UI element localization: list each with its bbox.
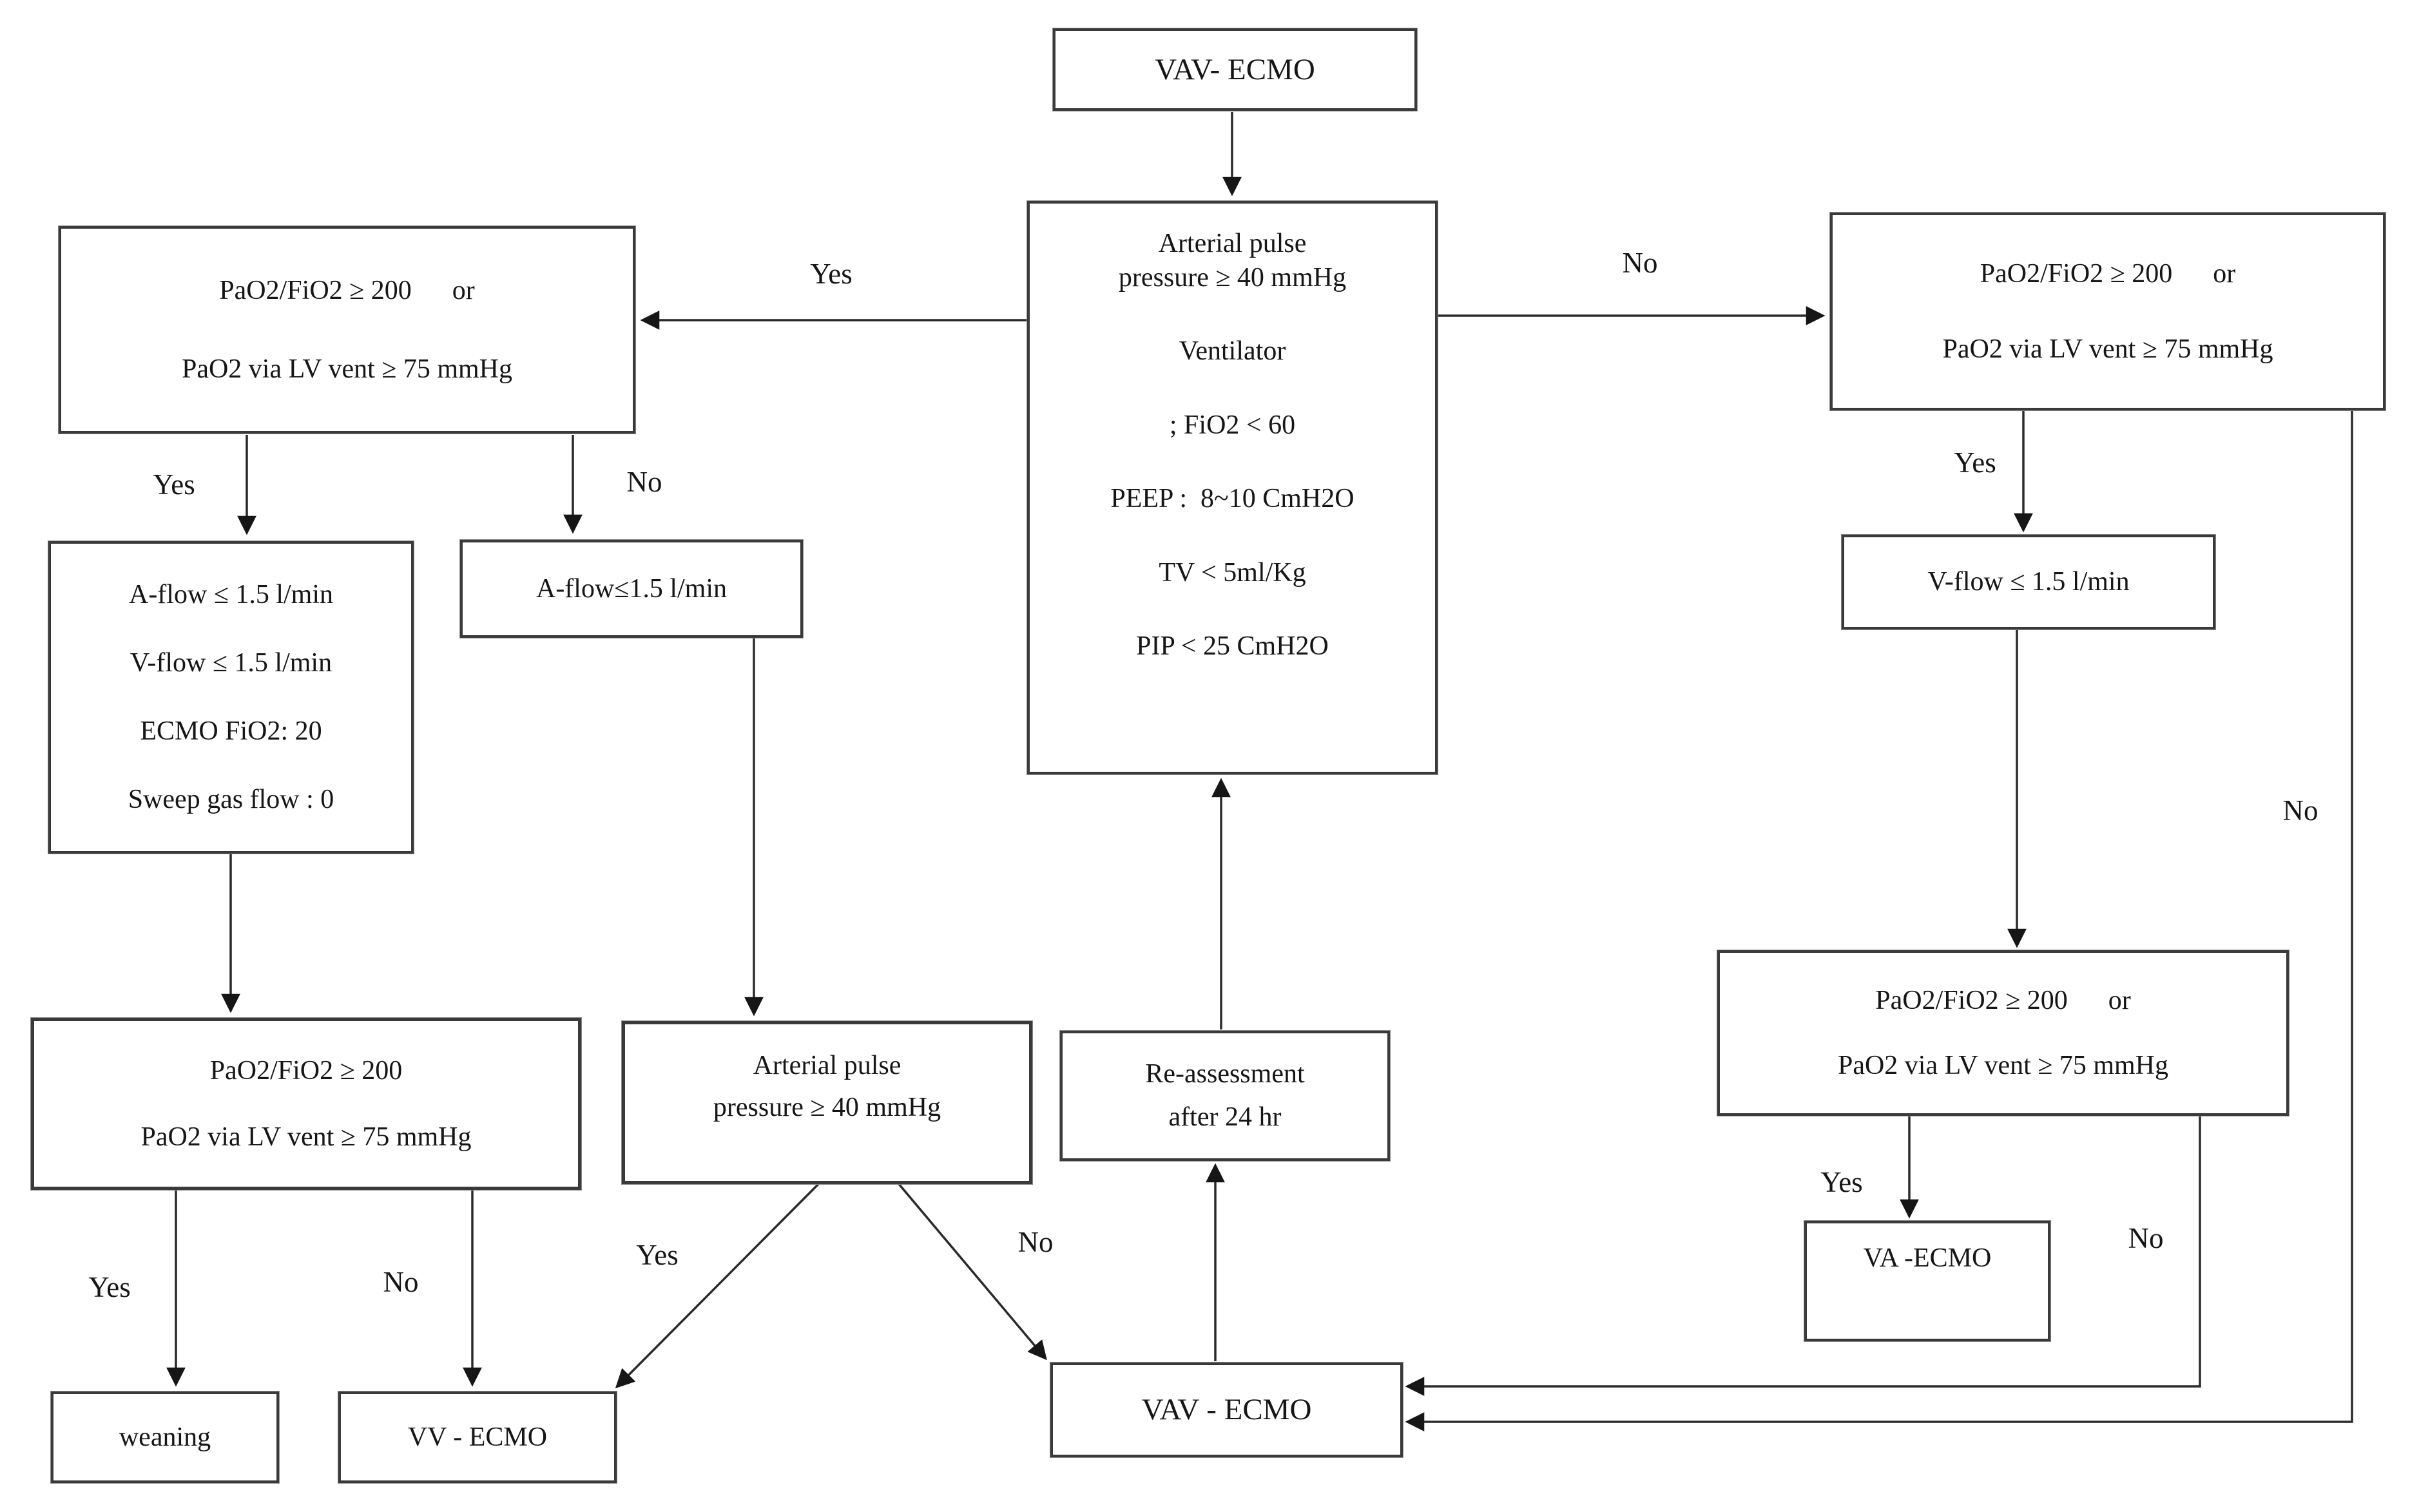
- va-ecmo-node: VA -ECMO: [1804, 1220, 2051, 1342]
- assessment-line: pressure ≥ 40 mmHg: [1118, 262, 1347, 292]
- assessment-line: TV < 5ml/Kg: [1159, 557, 1306, 588]
- recheck-right-line: PaO2/FiO2 ≥ 200 or: [1875, 986, 2131, 1015]
- assessment-line: Ventilator: [1179, 336, 1286, 366]
- wean-criteria-line: ECMO FiO2: 20: [140, 716, 322, 747]
- pulse-check-line: pressure ≥ 40 mmHg: [713, 1093, 941, 1123]
- assessment-line: Arterial pulse: [1158, 229, 1307, 258]
- vav-ecmo-bottom-node: VAV - ECMO: [1050, 1362, 1403, 1458]
- vv-ecmo-label: VV - ECMO: [407, 1422, 548, 1452]
- screen-left-line: PaO2/FiO2 ≥ 200 or: [219, 275, 475, 305]
- edge-label-no-pulsecheck: No: [1017, 1226, 1054, 1258]
- wean-criteria-line: V-flow ≤ 1.5 l/min: [130, 648, 333, 678]
- a-flow-node: A-flow≤1.5 l/min: [459, 539, 804, 638]
- weaning-node: weaning: [50, 1391, 280, 1484]
- pulse-check-node: Arterial pulse pressure ≥ 40 mmHg: [621, 1020, 1033, 1185]
- wean-criteria-line: A-flow ≤ 1.5 l/min: [128, 580, 334, 610]
- recheck-right-line: PaO2 via LV vent ≥ 75 mmHg: [1837, 1050, 2169, 1080]
- reassessment-line: after 24 hr: [1168, 1102, 1282, 1132]
- screen-left-node: PaO2/FiO2 ≥ 200 or PaO2 via LV vent ≥ 75…: [58, 225, 636, 434]
- vv-ecmo-node: VV - ECMO: [338, 1391, 617, 1484]
- recheck-right-node: PaO2/FiO2 ≥ 200 or PaO2 via LV vent ≥ 75…: [1717, 950, 2290, 1116]
- edge-label-yes-pulsecheck: Yes: [636, 1239, 679, 1271]
- a-flow-label: A-flow≤1.5 l/min: [535, 573, 728, 604]
- edge-label-no-recheckright: No: [2128, 1222, 2164, 1254]
- edge-label-no-screenleft: No: [626, 466, 662, 498]
- edge-label-yes-screenleft: Yes: [153, 468, 195, 501]
- vav-ecmo-bottom-label: VAV - ECMO: [1141, 1393, 1312, 1427]
- recheck-left-line: PaO2 via LV vent ≥ 75 mmHg: [140, 1122, 472, 1152]
- assessment-line: PIP < 25 CmH2O: [1136, 631, 1329, 661]
- assessment-pulse-paragraph: Arterial pulse pressure ≥ 40 mmHg: [1119, 227, 1346, 294]
- assessment-line: ; FiO2 < 60: [1169, 410, 1296, 440]
- reassessment-line: Re-assessment: [1145, 1058, 1305, 1089]
- assessment-node: Arterial pulse pressure ≥ 40 mmHg Ventil…: [1027, 200, 1438, 775]
- screen-right-node: PaO2/FiO2 ≥ 200 or PaO2 via LV vent ≥ 75…: [1829, 212, 2386, 411]
- start-node: VAV- ECMO: [1052, 28, 1418, 111]
- weaning-label: weaning: [119, 1422, 211, 1452]
- screen-right-line: PaO2/FiO2 ≥ 200 or: [1980, 258, 2236, 289]
- edge-label-no-assessment-right: No: [1622, 247, 1658, 279]
- edge-label-yes-recheckleft: Yes: [88, 1271, 131, 1303]
- assessment-line: PEEP : 8~10 CmH2O: [1110, 484, 1354, 513]
- recheck-left-line: PaO2/FiO2 ≥ 200: [209, 1055, 403, 1086]
- wean-criteria-node: A-flow ≤ 1.5 l/min V-flow ≤ 1.5 l/min EC…: [48, 541, 414, 854]
- va-ecmo-label: VA -ECMO: [1863, 1243, 1992, 1273]
- edge-label-yes-recheckright: Yes: [1820, 1166, 1863, 1198]
- pulse-check-line: Arterial pulse: [753, 1051, 901, 1080]
- screen-left-line: PaO2 via LV vent ≥ 75 mmHg: [181, 354, 513, 384]
- wean-criteria-line: Sweep gas flow : 0: [128, 785, 334, 815]
- reassessment-node: Re-assessment after 24 hr: [1059, 1030, 1391, 1162]
- edge-label-no-screenright: No: [2282, 794, 2318, 827]
- v-flow-label: V-flow ≤ 1.5 l/min: [1927, 567, 2130, 597]
- start-node-label: VAV- ECMO: [1155, 52, 1315, 86]
- v-flow-node: V-flow ≤ 1.5 l/min: [1841, 534, 2216, 630]
- recheck-left-node: PaO2/FiO2 ≥ 200 PaO2 via LV vent ≥ 75 mm…: [30, 1017, 582, 1191]
- screen-right-line: PaO2 via LV vent ≥ 75 mmHg: [1942, 334, 2273, 364]
- edge-label-no-recheckleft: No: [383, 1266, 419, 1298]
- edge-label-yes-screenright: Yes: [1954, 446, 1996, 479]
- edge-label-yes-assessment-left: Yes: [810, 258, 853, 290]
